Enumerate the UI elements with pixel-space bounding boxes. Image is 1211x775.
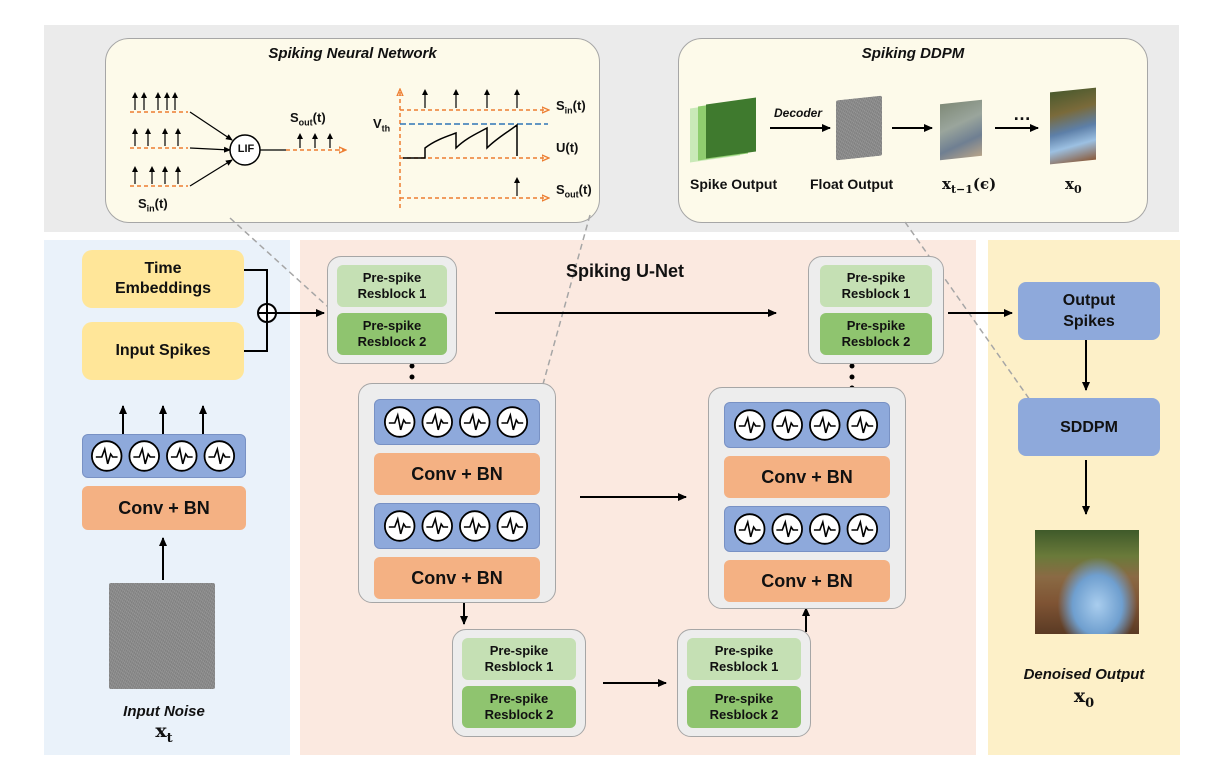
waveform-plot <box>400 90 548 208</box>
snn-input-spikes <box>132 92 181 184</box>
denoised-output-image <box>1035 530 1139 634</box>
float-output-label: Float Output <box>810 176 894 192</box>
encoder-conv-bn-2: Conv + BN <box>374 557 540 599</box>
pre-spike-resblock-2: Pre-spike Resblock 2 <box>337 313 447 355</box>
unet-title: Spiking U-Net <box>566 261 685 281</box>
encoder-neuron-strip-1 <box>374 399 540 445</box>
snn-s-out-label: Sout(t) <box>290 110 326 128</box>
decoder-neuron-strip-2 <box>724 506 890 552</box>
time-embeddings-box: Time Embeddings <box>82 250 244 308</box>
snn-title: Spiking Neural Network <box>268 45 437 62</box>
snn-synapses <box>189 111 233 187</box>
encoder-neuron-strip-2 <box>374 503 540 549</box>
input-conv-bn: Conv + BN <box>82 486 246 530</box>
spike-output-stack <box>690 97 770 167</box>
pre-spike-resblock-1: Pre-spike Resblock 1 <box>820 265 932 307</box>
denoised-output-label: Denoised Output <box>1023 666 1145 683</box>
spike-neuron-icon-group <box>733 409 879 441</box>
input-noise-label: Input Noise <box>123 703 205 720</box>
decoder-conv-bn-2: Conv + BN <box>724 560 890 602</box>
sddpm-box: SDDPM <box>1018 398 1160 456</box>
membrane-potential <box>403 123 518 159</box>
output-spikes-box: Output Spikes <box>1018 282 1160 340</box>
pre-spike-resblock-2: Pre-spike Resblock 2 <box>687 686 801 728</box>
float-output-image <box>836 95 882 161</box>
x0-output-label: x0 <box>1073 685 1095 711</box>
decoder-neuron-strip-1 <box>724 402 890 448</box>
input-noise-image <box>109 583 215 689</box>
input-neuron-strip <box>82 434 246 478</box>
spike-neuron-icon-group <box>91 440 236 472</box>
xt1-label: xt−1(ϵ) <box>942 175 997 196</box>
pre-spike-resblock-1: Pre-spike Resblock 1 <box>337 265 447 307</box>
sddpm-detail-title: Spiking DDPM <box>861 45 965 62</box>
decoder-conv-bn-1: Conv + BN <box>724 456 890 498</box>
pre-spike-resblock-1: Pre-spike Resblock 1 <box>462 638 576 680</box>
encoder-conv-bn-1: Conv + BN <box>374 453 540 495</box>
snn-s-in-label: Sin(t) <box>138 196 168 214</box>
wave-s-out-label: Sout(t) <box>556 182 592 200</box>
spike-output-label: Spike Output <box>690 176 778 192</box>
zoom-lines <box>229 214 1031 401</box>
x0-image <box>1050 87 1096 165</box>
input-spikes-box: Input Spikes <box>82 322 244 380</box>
spike-neuron-icon-group <box>733 513 879 545</box>
ellipsis: … <box>1013 104 1031 124</box>
wave-u-label: U(t) <box>556 140 579 155</box>
lif-label: LIF <box>237 143 255 155</box>
spike-neuron-icon-group <box>383 510 529 542</box>
xt-label: xt <box>155 720 173 746</box>
pre-spike-resblock-2: Pre-spike Resblock 2 <box>820 313 932 355</box>
pre-spike-resblock-1: Pre-spike Resblock 1 <box>687 638 801 680</box>
wave-s-in-label: Sin(t) <box>556 98 586 116</box>
decoder-label: Decoder <box>774 106 823 120</box>
snn-input-trains <box>130 111 188 187</box>
pre-spike-resblock-2: Pre-spike Resblock 2 <box>462 686 576 728</box>
x0-top-label: x0 <box>1065 175 1082 196</box>
spike-neuron-icon-group <box>383 406 529 438</box>
xt1-image <box>940 99 982 161</box>
vth-label: Vth <box>373 116 391 134</box>
